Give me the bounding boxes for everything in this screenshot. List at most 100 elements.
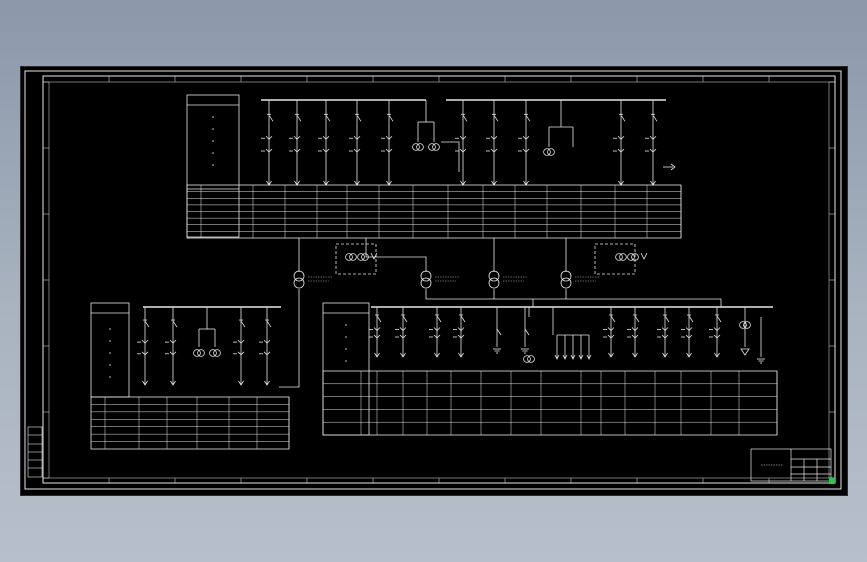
breaker-contact (460, 315, 466, 323)
current-transformer (433, 334, 441, 339)
current-transformer (522, 135, 530, 140)
lower-right-schedule-table (322, 370, 778, 436)
breaker-contact (716, 315, 722, 323)
outgoing-arrow (142, 380, 148, 386)
earthing-switch (496, 328, 502, 336)
feeder (233, 307, 246, 386)
feeder (259, 307, 272, 386)
voltage-transformer-winding (209, 349, 217, 357)
lower-left-switchgear (90, 302, 290, 450)
breaker-contact (688, 315, 694, 323)
lower-right-switchgear (322, 299, 778, 436)
lower-left-table-grid (91, 397, 290, 449)
sheet-outer-border (24, 70, 842, 490)
breaker-contact (266, 320, 272, 328)
voltage-transformer-winding (615, 253, 623, 261)
voltage-transformer-winding (739, 321, 747, 329)
feeder (381, 100, 394, 186)
revision-block (27, 426, 43, 478)
current-transformer (713, 327, 721, 332)
current-transformer (459, 135, 467, 140)
current-transformer (457, 334, 465, 339)
current-transformer (433, 327, 441, 332)
voltage-transformer-winding (543, 148, 551, 156)
cad-viewport[interactable] (21, 67, 847, 495)
voltage-transformer-winding (428, 143, 436, 151)
breaker-contact (356, 115, 362, 122)
breaker-contact (240, 320, 246, 328)
title-block (750, 448, 832, 482)
current-transformer (322, 135, 330, 140)
feeder (518, 100, 531, 186)
current-transformer (293, 148, 301, 153)
feeder (395, 307, 408, 358)
current-transformer (631, 334, 639, 339)
voltage-transformer-winding (619, 253, 627, 261)
current-transformer (459, 148, 467, 153)
current-transformer (649, 135, 657, 140)
current-transformer (373, 334, 381, 339)
current-transformer (263, 339, 271, 344)
feeder (349, 100, 362, 186)
feeder (613, 100, 626, 186)
current-transformer (457, 327, 465, 332)
status-marker (829, 478, 835, 484)
transformer-section (279, 238, 722, 388)
outgoing-arrow (170, 380, 176, 386)
upper-feeders (212, 100, 676, 186)
power-transformer-winding (293, 277, 305, 289)
outgoing-arrow (662, 352, 668, 358)
outgoing-arrow (374, 352, 380, 358)
breaker-contact (325, 115, 331, 122)
current-transformer (265, 148, 273, 153)
distribution-arrow (578, 354, 584, 360)
voltage-transformer-winding (432, 143, 440, 151)
voltage-transformer-winding (416, 143, 424, 151)
lower-right-feeders (345, 307, 765, 364)
vt-box-left (335, 243, 377, 275)
voltage-transformer-winding (412, 143, 420, 151)
lower-left-feeders (109, 307, 272, 386)
voltage-transformer-winding (345, 253, 353, 261)
breaker-contact (172, 320, 178, 328)
voltage-transformer-winding (197, 349, 205, 357)
feeder (165, 307, 178, 386)
current-transformer (169, 351, 177, 356)
distribution-arrow (570, 354, 576, 360)
feeder (455, 100, 468, 186)
feeder (289, 100, 302, 186)
current-transformer (353, 135, 361, 140)
outgoing-arrow (632, 352, 638, 358)
current-transformer (169, 339, 177, 344)
breaker-contact (634, 315, 640, 323)
feeder (627, 307, 640, 358)
feeder (369, 307, 382, 358)
breaker-contact (493, 115, 499, 122)
voltage-transformer-winding (357, 253, 365, 261)
breaker-contact (388, 115, 394, 122)
breaker-contact (620, 115, 626, 122)
voltage-transformer-winding (193, 349, 201, 357)
power-transformer-winding (560, 277, 572, 289)
current-transformer (617, 135, 625, 140)
breaker-contact (296, 115, 302, 122)
current-transformer (237, 339, 245, 344)
vt-box-right (594, 243, 636, 275)
feeder (453, 307, 466, 358)
current-transformer (141, 339, 149, 344)
feeder (681, 307, 694, 358)
outgoing-arrow (458, 352, 464, 358)
lower-right-legend-box (322, 302, 370, 436)
feeder (137, 307, 150, 386)
current-transformer (237, 351, 245, 356)
earthing-switch (524, 328, 530, 336)
current-transformer (713, 334, 721, 339)
feeder (261, 100, 274, 186)
grounding-triangle (740, 348, 750, 356)
feeder (645, 100, 658, 186)
outgoing-arrow (434, 352, 440, 358)
lower-right-table-grid (323, 371, 778, 435)
outgoing-arrow (238, 380, 244, 386)
outgoing-arrow (686, 352, 692, 358)
cable-run-2 (365, 238, 427, 272)
